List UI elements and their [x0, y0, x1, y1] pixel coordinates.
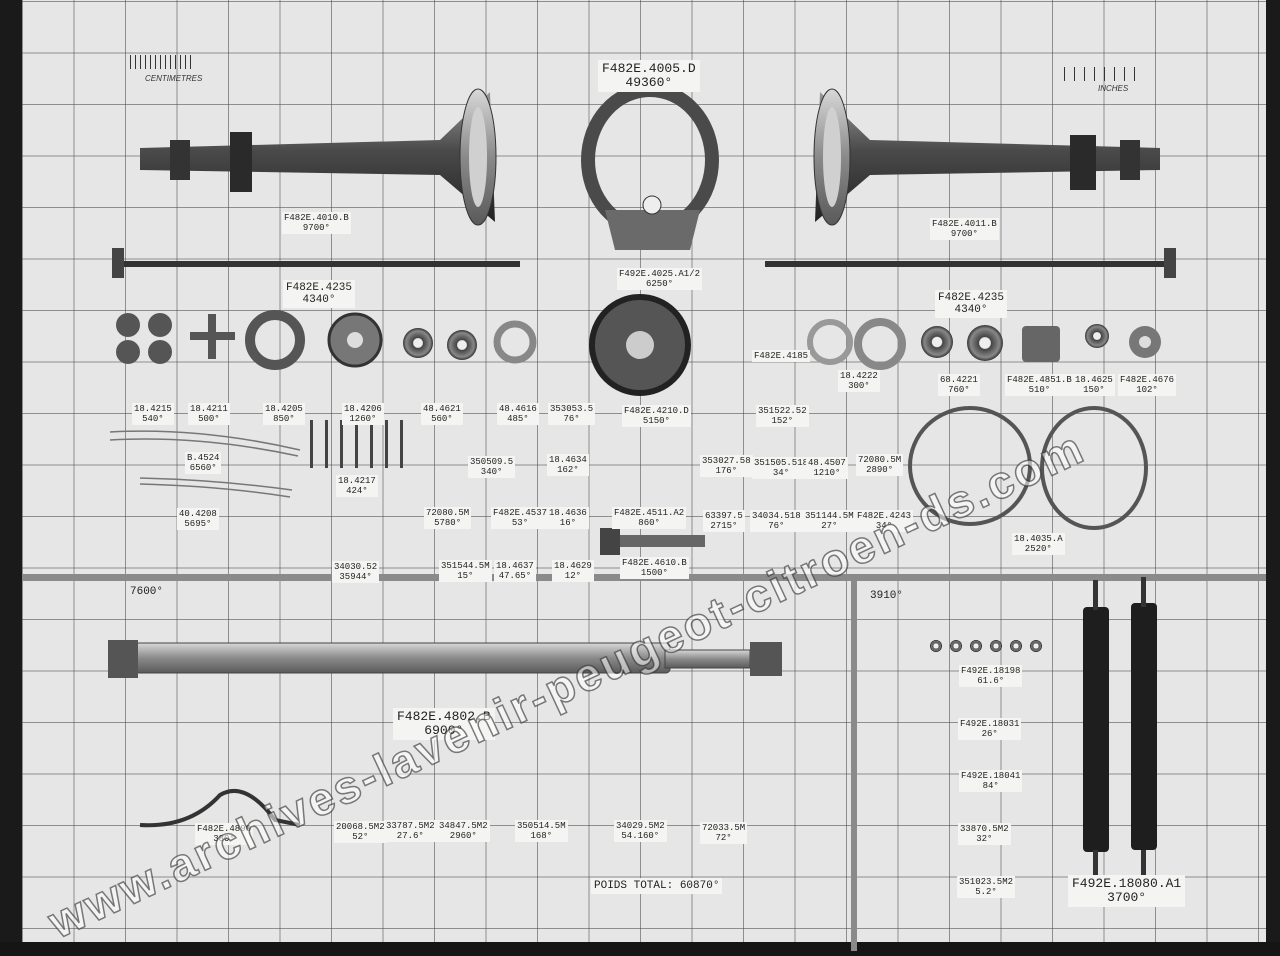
axle-tube-right — [813, 88, 1160, 226]
centimetre-ruler — [130, 55, 192, 69]
bolt — [370, 420, 373, 468]
inch-ruler — [1064, 67, 1144, 81]
section-right-weight: 3910° — [870, 590, 904, 602]
bolt — [355, 420, 358, 468]
nut — [990, 640, 1002, 652]
strap — [139, 789, 301, 828]
bolt — [400, 420, 403, 468]
nut — [950, 640, 962, 652]
axle-tube-left — [140, 88, 497, 226]
pinion-gear — [600, 528, 705, 555]
bolt — [340, 420, 343, 468]
nut — [930, 640, 942, 652]
nut — [1030, 640, 1042, 652]
nut — [970, 640, 982, 652]
board-edge-left — [0, 0, 22, 956]
bolt — [310, 420, 313, 468]
gaskets — [908, 406, 1148, 530]
drive-shaft-right — [765, 248, 1176, 278]
section-left-weight: 7600° — [130, 586, 164, 598]
label-total-weight: POIDS TOTAL: 60870° — [591, 878, 723, 894]
brake-wires — [109, 430, 301, 498]
centimetre-ruler-label: CENTIMETRES — [145, 74, 203, 83]
shock-absorbers — [1083, 577, 1157, 875]
nut — [1010, 640, 1022, 652]
board-edge-bottom — [0, 942, 1280, 956]
drive-shaft-left — [112, 248, 520, 278]
differential-small-parts — [116, 294, 1161, 396]
propeller-shaft — [108, 640, 782, 678]
section-divider-vertical — [851, 581, 857, 951]
bolt — [385, 420, 388, 468]
board-edge-right — [1266, 0, 1280, 956]
bolt — [325, 420, 328, 468]
differential-housing — [581, 83, 719, 250]
label-4185: F482E.4185 — [752, 350, 811, 362]
inch-ruler-label: INCHES — [1098, 84, 1129, 93]
